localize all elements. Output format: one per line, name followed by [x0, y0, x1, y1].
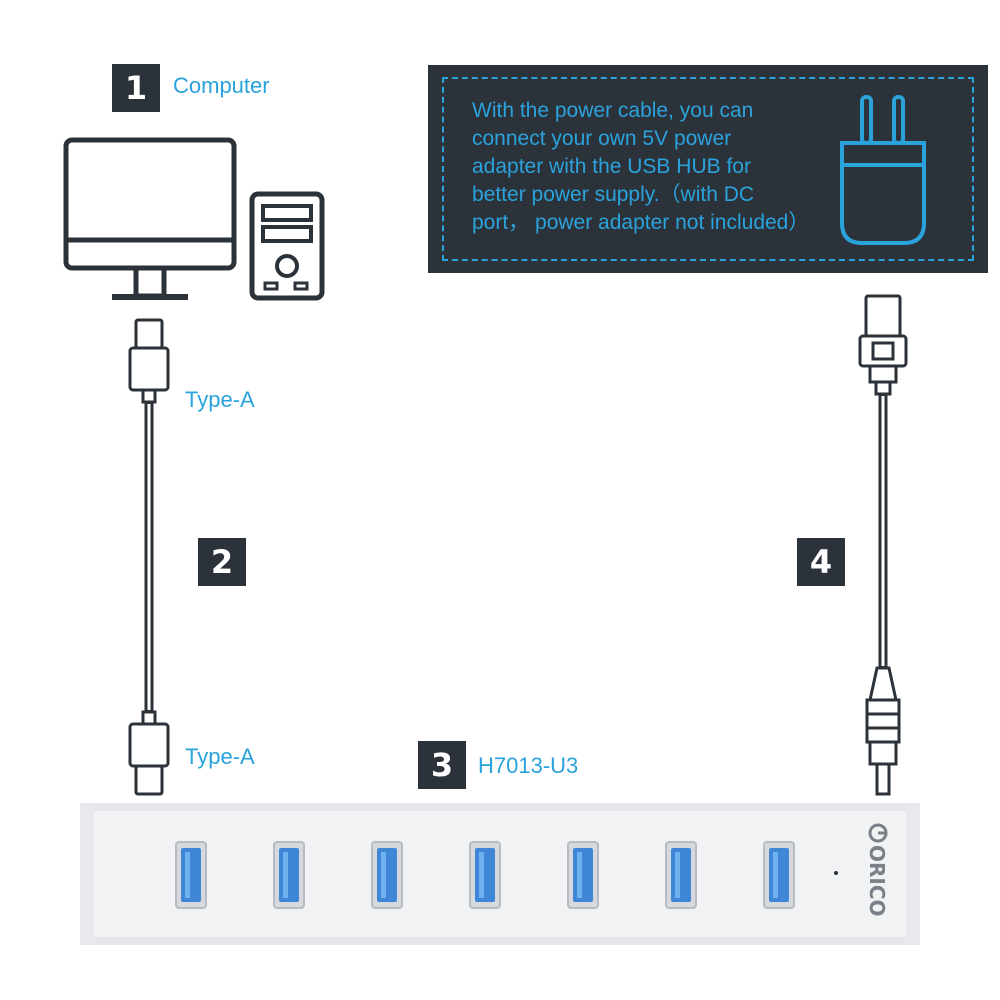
step-4-badge: 4 — [797, 538, 845, 586]
note-line: connect your own 5V power — [472, 127, 732, 150]
usb-port — [763, 841, 795, 909]
orico-brand-text: ORICO — [865, 845, 889, 917]
step-3-label: H7013-U3 — [478, 753, 579, 778]
power-cable-usb-connector — [858, 294, 908, 396]
bottom-type-a-connector — [128, 710, 170, 796]
note-line: adapter with the USB HUB for — [472, 155, 751, 178]
note-line: port， power adapter not included） — [472, 211, 810, 234]
computer-tower-icon — [249, 191, 325, 301]
monitor-icon — [63, 137, 237, 300]
step-1-badge: 1 — [112, 64, 160, 112]
power-plug-icon — [840, 95, 926, 245]
dc-barrel-plug — [865, 666, 901, 796]
usb-port — [469, 841, 501, 909]
usb-ports — [175, 841, 795, 909]
orico-logo: ORICO — [865, 823, 889, 917]
note-line: With the power cable, you can — [472, 99, 754, 122]
power-note-text: With the power cable, you can connect yo… — [472, 97, 842, 237]
power-led — [834, 871, 838, 875]
step-3-badge: 3 — [418, 741, 466, 789]
usb-port — [273, 841, 305, 909]
usb-port — [371, 841, 403, 909]
usb-port — [665, 841, 697, 909]
usb-port — [175, 841, 207, 909]
step-1-label: Computer — [173, 73, 270, 98]
note-line: better power supply.（with DC — [472, 183, 755, 206]
bottom-connector-label: Type-A — [185, 744, 255, 769]
top-connector-label: Type-A — [185, 387, 255, 412]
power-note-box: With the power cable, you can connect yo… — [428, 65, 988, 273]
usb-port — [567, 841, 599, 909]
top-type-a-connector — [128, 318, 170, 404]
note-dashed-border — [442, 77, 974, 261]
step-2-badge: 2 — [198, 538, 246, 586]
